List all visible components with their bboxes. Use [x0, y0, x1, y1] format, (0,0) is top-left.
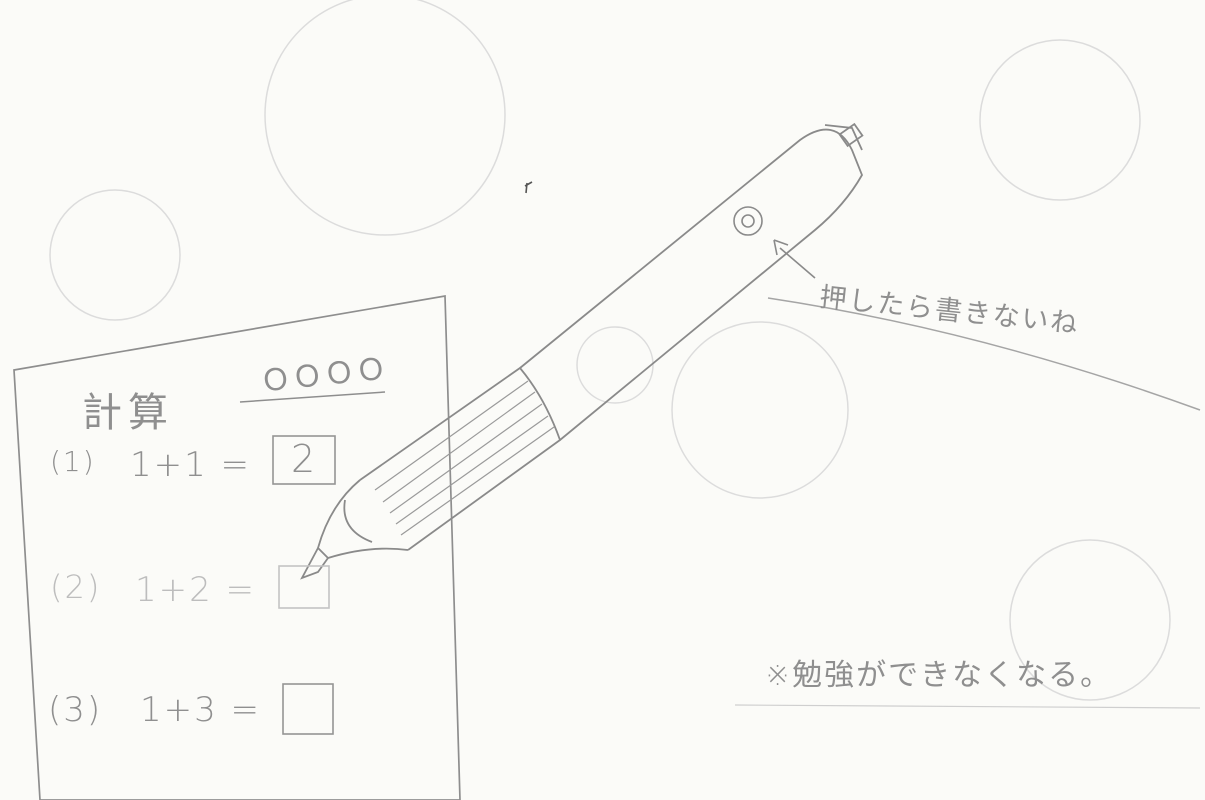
- name-underline: [239, 391, 386, 403]
- problem-3-expression: 1+3 =: [140, 690, 262, 730]
- worksheet-outline: [13, 294, 461, 800]
- pen-top-cap: [824, 124, 863, 151]
- problem-1-number: (1): [50, 445, 96, 478]
- problem-2-expression: 1+2 =: [135, 570, 257, 610]
- answer-box-3: [282, 683, 334, 735]
- button-arrow: [773, 239, 816, 279]
- pen-tip: [300, 547, 329, 580]
- pen-grip: [359, 366, 562, 551]
- answer-box-1: [272, 435, 336, 485]
- background-circles: [49, 0, 1171, 701]
- diagonal-line: [767, 297, 1201, 411]
- pen-clicker: [838, 122, 864, 148]
- pen-body: [519, 128, 863, 441]
- problem-1-expression: 1+1 =: [130, 445, 252, 485]
- pen-button: [733, 206, 763, 236]
- answer-box-2: [278, 565, 330, 609]
- pen: [300, 122, 864, 580]
- footnote-underline: [734, 704, 1201, 709]
- worksheet-title: 計算: [82, 390, 174, 436]
- problem-3-number: (3): [48, 690, 103, 730]
- pen-cone-ring: [343, 499, 373, 543]
- problem-2-number: (2): [50, 568, 102, 606]
- stray-mark: [524, 181, 533, 194]
- pen-cone: [316, 479, 409, 560]
- grip-lines: [374, 380, 555, 536]
- problem-1-answer: 2: [291, 437, 318, 481]
- footnote-text: ※勉強ができなくなる。: [765, 658, 1113, 693]
